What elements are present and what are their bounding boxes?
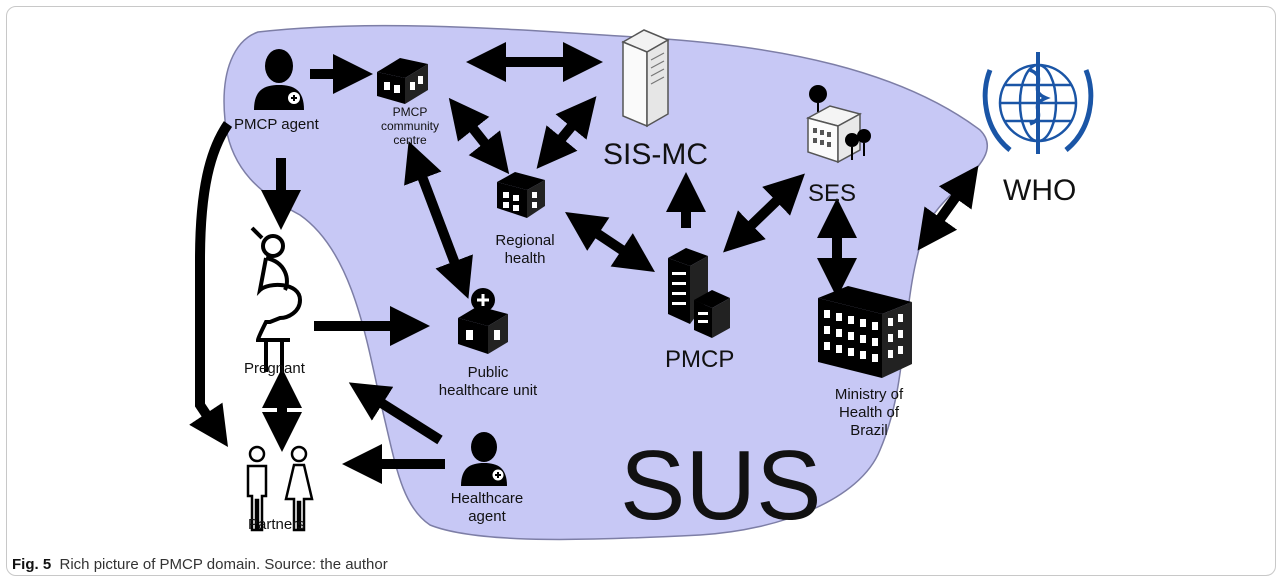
arrow-agent-to-partners: [189, 121, 233, 447]
figure-number: Fig. 5: [12, 556, 52, 573]
who-label: WHO: [1003, 174, 1077, 207]
sus-label: SUS: [620, 430, 822, 540]
pregnant-woman-icon: [250, 226, 303, 372]
server-icon: [621, 29, 670, 128]
ministry-label-line2: Health of: [838, 404, 900, 421]
arrow-hcagent-to-pregnant: [348, 382, 443, 445]
arrow-centre-regional: [448, 97, 510, 175]
sus-region: [223, 24, 989, 541]
sis-mc-label: SIS-MC: [603, 138, 708, 171]
community-centre-label-line2: community: [380, 119, 439, 133]
building-icon: [497, 172, 545, 218]
arrow-centre-publicunit: [404, 141, 473, 299]
community-centre-label-line1: PMCP: [392, 105, 428, 119]
person-agent-icon: [254, 49, 304, 110]
arrow-ministry-who: [917, 165, 979, 251]
who-emblem-icon: [982, 52, 1094, 154]
pregnant-label: Pregnant: [244, 360, 305, 377]
caption-text: Rich picture of PMCP domain. Source: the…: [59, 556, 388, 573]
ministry-label-line1: Ministry of: [834, 386, 904, 403]
figure-frame: [6, 6, 1276, 576]
building-icon: [377, 58, 428, 104]
healthcare-agent-label-line1: Healthcare: [450, 490, 524, 507]
person-agent-icon: [461, 432, 507, 486]
arrow-regional-pmcp: [565, 212, 655, 272]
partners-label: Partners: [248, 516, 305, 533]
healthcare-agent-label-line2: agent: [468, 508, 506, 525]
community-centre-label-line3: centre: [393, 133, 427, 147]
figure-caption: Fig. 5 Rich picture of PMCP domain. Sour…: [12, 556, 388, 573]
building-icon: [818, 286, 912, 378]
arrow-sismc-regional: [536, 96, 597, 169]
regional-health-label-line2: health: [504, 250, 546, 267]
public-unit-label-line2: healthcare unit: [438, 382, 538, 399]
hospital-icon: [458, 288, 508, 354]
regional-health-label-line1: Regional: [495, 232, 555, 249]
arrow-pmcp-ses: [723, 173, 805, 253]
pmcp-agent-label: PMCP agent: [234, 116, 319, 133]
ses-label: SES: [808, 180, 857, 207]
office-tower-icon: [668, 248, 730, 338]
pmcp-label: PMCP: [665, 346, 735, 373]
building-icon: [805, 85, 871, 164]
ministry-label-line3: Brazil: [850, 422, 888, 439]
public-unit-label-line1: Public: [467, 364, 509, 381]
partners-icon: [246, 445, 314, 532]
